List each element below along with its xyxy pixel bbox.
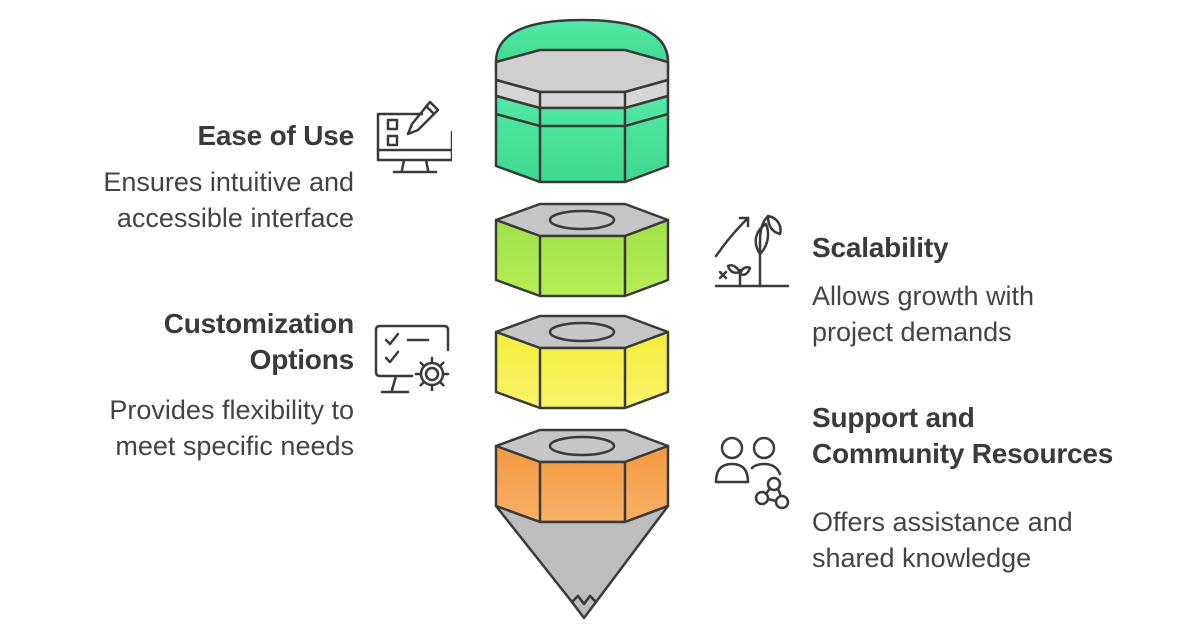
scalability-title: Scalability bbox=[812, 232, 949, 263]
monitor-gear-icon bbox=[374, 324, 450, 394]
customization-options-description: Provides flexibility to meet specific ne… bbox=[109, 395, 354, 461]
scalability-description: Allows growth with project demands bbox=[812, 281, 1035, 347]
ease-of-use-title: Ease of Use bbox=[197, 120, 354, 151]
growth-plant-icon bbox=[714, 214, 790, 288]
customization-options-title: Customization Options bbox=[163, 308, 354, 375]
pencil-tip bbox=[494, 504, 670, 620]
monitor-edit-icon bbox=[376, 100, 452, 174]
orange-segment bbox=[494, 428, 670, 524]
people-network-icon bbox=[714, 436, 790, 510]
yellow-segment bbox=[494, 314, 670, 410]
lime-segment bbox=[494, 202, 670, 298]
support-community-title: Support and Community Resources bbox=[812, 402, 1114, 469]
ease-of-use-description: Ensures intuitive and accessible interfa… bbox=[103, 167, 354, 233]
eraser-segment bbox=[494, 18, 670, 184]
support-community-description: Offers assistance and shared knowledge bbox=[812, 507, 1073, 573]
